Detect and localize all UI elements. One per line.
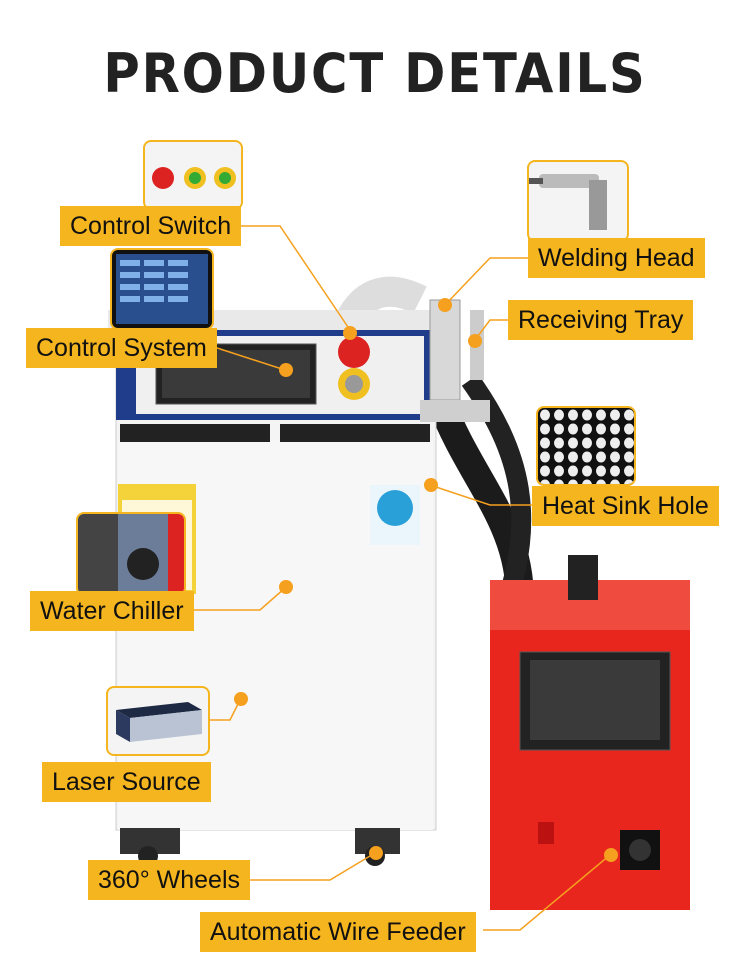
label-receiving-tray: Receiving Tray: [508, 300, 694, 340]
touchscreen-icon: [116, 254, 208, 324]
welding-gun-icon: [529, 174, 607, 230]
control-system-thumbnail: [110, 248, 214, 330]
callout-dot-laser-source: [234, 692, 248, 706]
welding-head-thumbnail: [527, 160, 629, 242]
callout-dot-control-system: [279, 363, 293, 377]
callout-dot-receiving-tray: [468, 334, 482, 348]
label-control-system: Control System: [26, 328, 217, 368]
label-welding-head: Welding Head: [528, 238, 705, 278]
callout-dot-control-switch: [343, 326, 357, 340]
callout-dot-wheels: [369, 846, 383, 860]
label-wheels: 360° Wheels: [88, 860, 251, 900]
label-heat-sink-hole: Heat Sink Hole: [532, 486, 719, 526]
callout-dot-wire-feeder: [604, 848, 618, 862]
water-chiller-thumbnail: [76, 512, 186, 596]
chiller-panel-icon: [78, 514, 184, 594]
callout-dot-welding-head: [438, 298, 452, 312]
switch-buttons-icon: [152, 167, 236, 189]
label-wire-feeder: Automatic Wire Feeder: [200, 912, 476, 952]
hex-mesh-icon: [538, 408, 634, 484]
label-water-chiller: Water Chiller: [30, 591, 194, 631]
heat-sink-thumbnail: [536, 406, 636, 486]
page-title: PRODUCT DETAILS: [103, 42, 647, 105]
control-switch-thumbnail: [143, 140, 243, 210]
callout-dot-heat-sink: [424, 478, 438, 492]
laser-source-thumbnail: [106, 686, 210, 756]
label-control-switch: Control Switch: [60, 206, 242, 246]
label-laser-source: Laser Source: [42, 762, 211, 802]
callout-dot-water-chiller: [279, 580, 293, 594]
laser-unit-icon: [116, 702, 202, 742]
